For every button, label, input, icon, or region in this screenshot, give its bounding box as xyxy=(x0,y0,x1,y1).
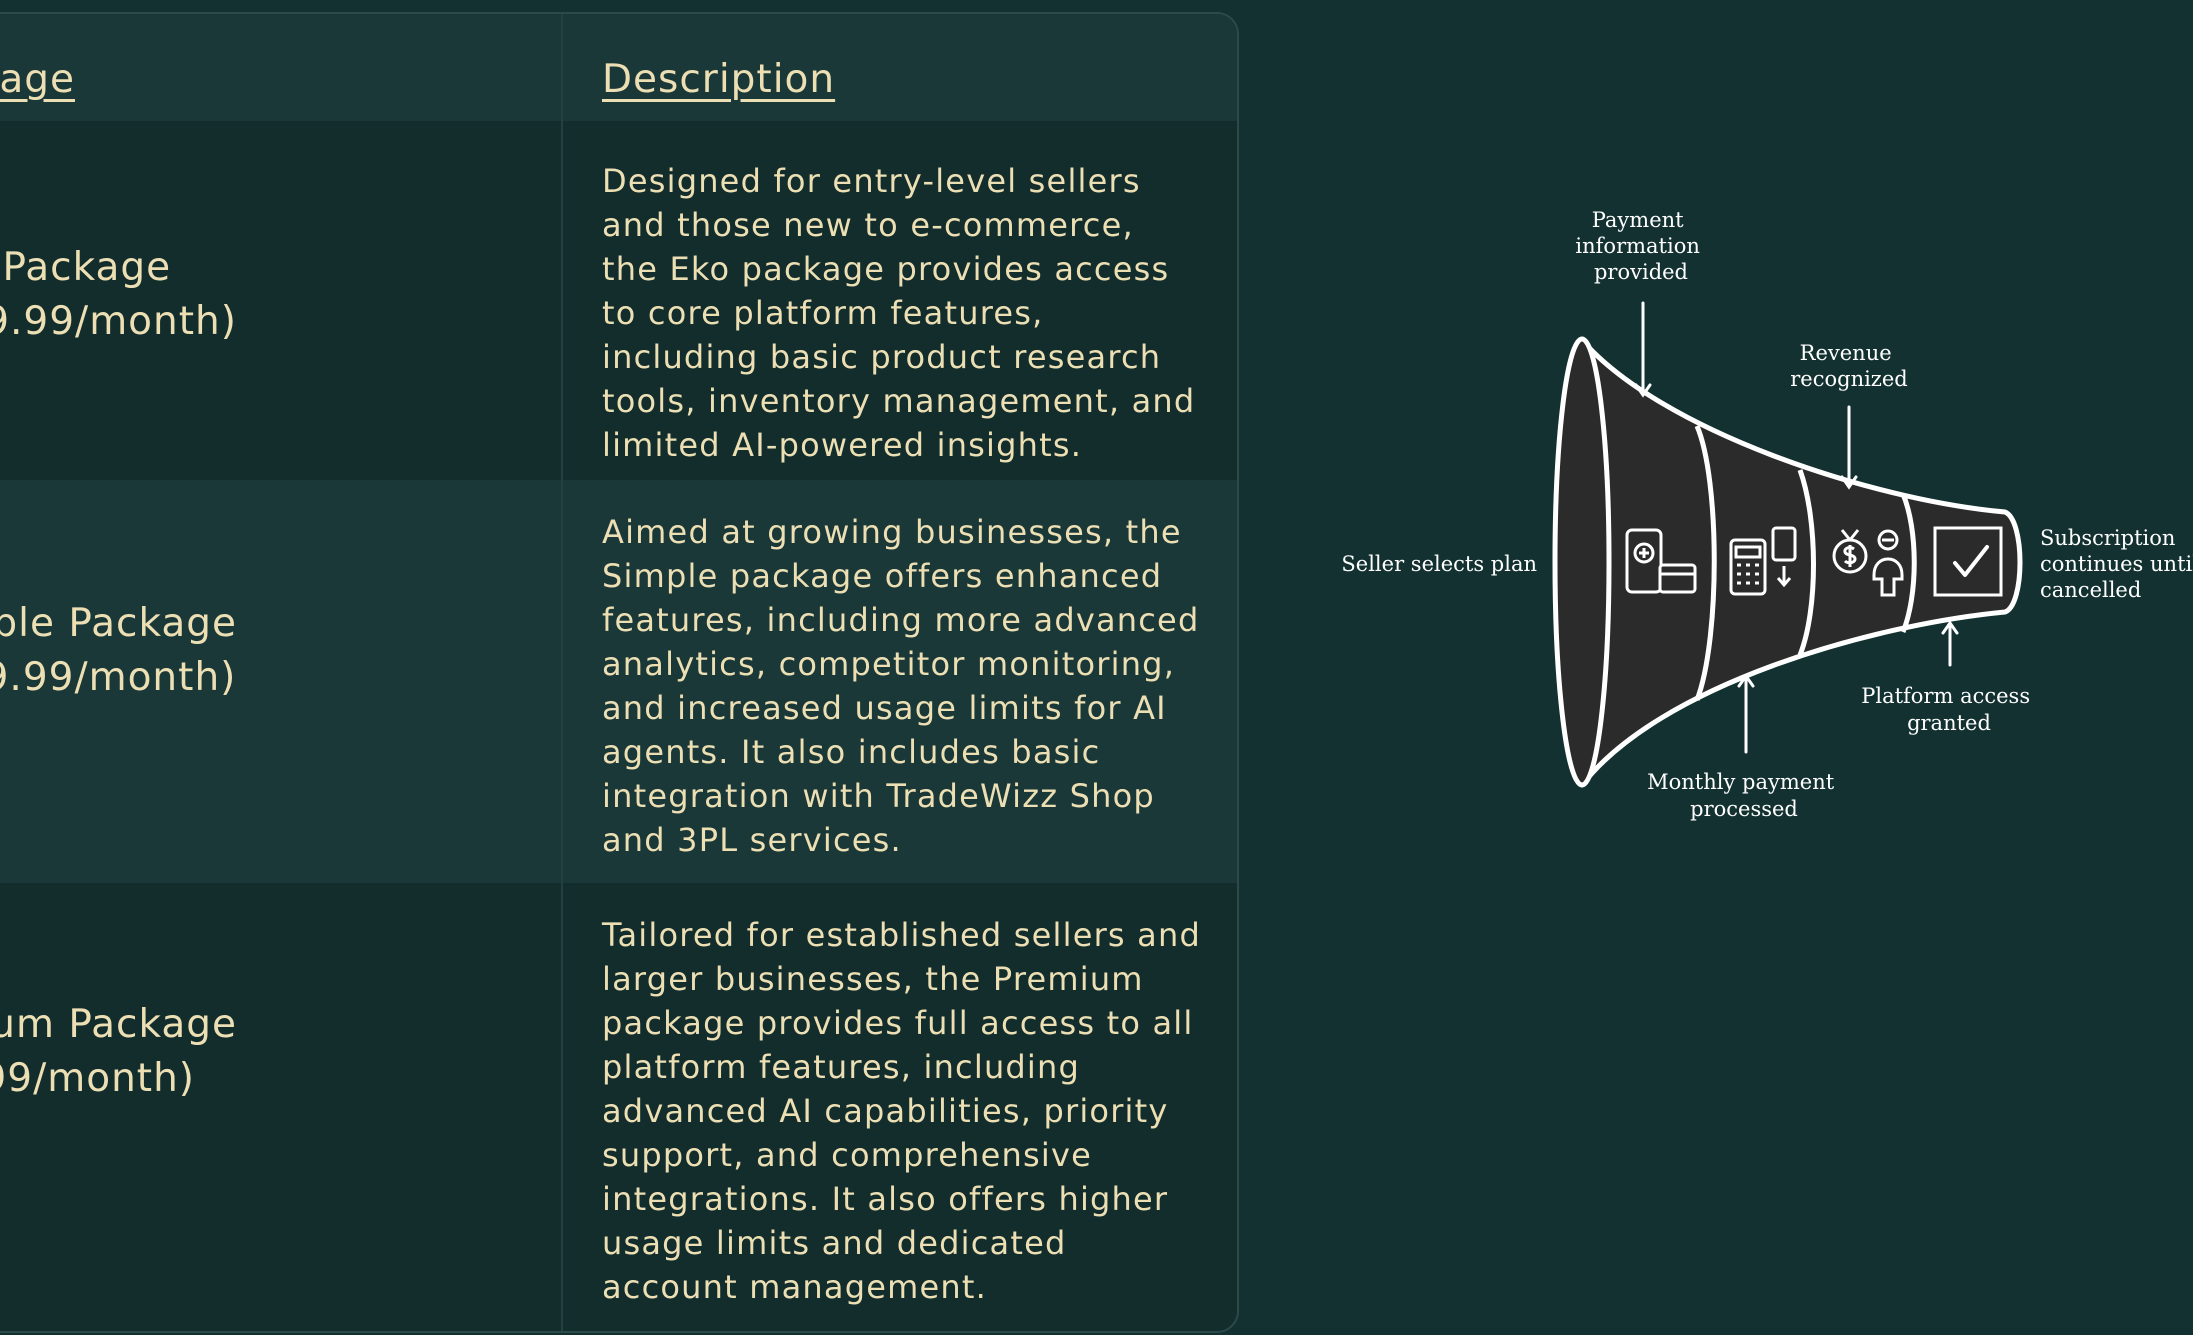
package-name: Eko Package xyxy=(0,245,172,290)
header-description: Description xyxy=(602,57,836,102)
label-seller-selects-plan: Seller selects plan xyxy=(1341,552,1537,576)
table-header-row: Package Description xyxy=(0,14,1237,121)
funnel-mouth xyxy=(1552,336,1612,788)
table-row: Eko Package ($29.99/month) Designed for … xyxy=(0,121,1237,480)
package-price: ($29.99/month) xyxy=(0,299,237,344)
arrow xyxy=(1941,620,1959,667)
payment-terminal-icon xyxy=(1729,526,1797,596)
label-subscription-continues: Subscription continues until cancelled xyxy=(2040,526,2193,602)
package-name-cell: Eko Package ($29.99/month) xyxy=(0,241,237,349)
label-payment-info: Payment information provided xyxy=(1575,208,1706,284)
column-divider xyxy=(561,883,563,1331)
package-price: ($59.99/month) xyxy=(0,655,237,700)
description-cell: Aimed at growing businesses, the Simple … xyxy=(602,513,1200,859)
description-cell: Designed for entry-level sellers and tho… xyxy=(602,162,1196,464)
checkbox-icon xyxy=(1933,526,2003,597)
description-cell: Tailored for established sellers and lar… xyxy=(602,916,1201,1306)
subscription-funnel-diagram: Seller selects plan Payment information … xyxy=(1341,208,2193,821)
package-name-cell: Premium Package ($99.99/month) xyxy=(0,998,237,1106)
arrow xyxy=(1737,673,1755,754)
label-revenue-recognized: Revenue recognized xyxy=(1790,341,1908,391)
funnel-divider xyxy=(1694,425,1717,701)
column-divider xyxy=(561,121,563,480)
label-platform-access: Platform access granted xyxy=(1861,684,2037,735)
money-bag-person-icon xyxy=(1832,529,1904,597)
funnel-body xyxy=(1579,337,2023,788)
column-divider xyxy=(561,14,563,121)
package-price: ($99.99/month) xyxy=(0,1056,196,1101)
table-row: Simple Package ($59.99/month) Aimed at g… xyxy=(0,480,1237,883)
header-package: Package xyxy=(0,57,75,102)
column-divider xyxy=(561,480,563,883)
package-name: Premium Package xyxy=(0,1002,237,1047)
package-name-cell: Simple Package ($59.99/month) xyxy=(0,597,237,705)
funnel-divider xyxy=(1900,493,1917,633)
arrow xyxy=(1840,405,1858,490)
phone-card-icon xyxy=(1625,528,1697,594)
arrow xyxy=(1634,301,1652,398)
pricing-table: Package Description Eko Package ($29.99/… xyxy=(0,12,1239,1333)
label-monthly-payment: Monthly payment processed xyxy=(1647,770,1841,821)
table-row: Premium Package ($99.99/month) Tailored … xyxy=(0,883,1237,1331)
funnel-divider xyxy=(1797,469,1816,656)
package-name: Simple Package xyxy=(0,601,237,646)
